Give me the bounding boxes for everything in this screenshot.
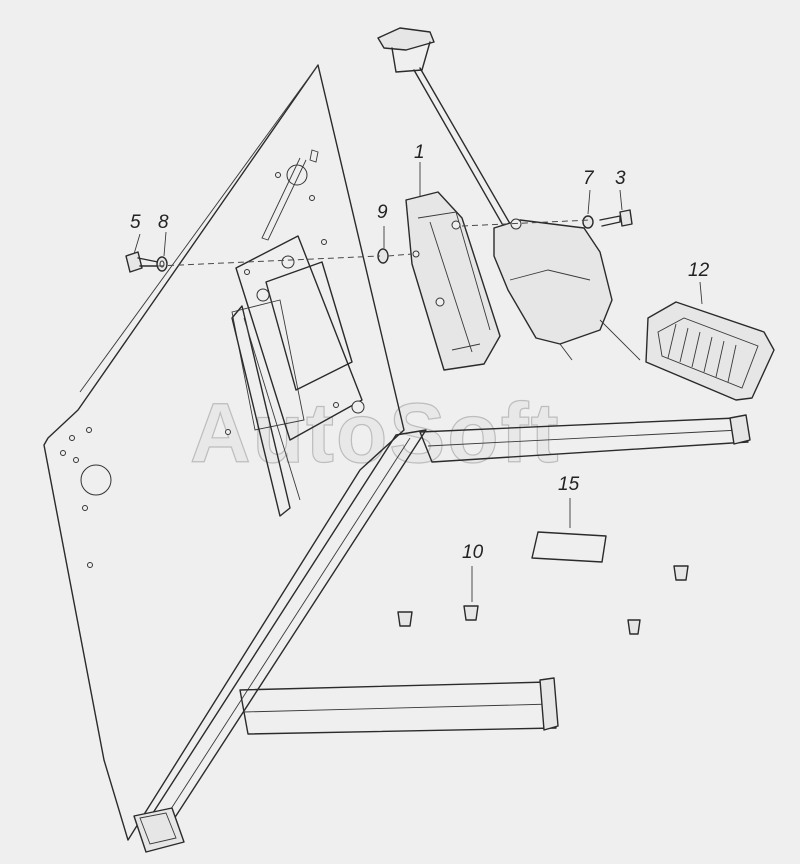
callout-8: 8 xyxy=(158,212,169,233)
callout-3: 3 xyxy=(615,168,626,189)
callout-1: 1 xyxy=(414,142,425,163)
callout-5: 5 xyxy=(130,212,141,233)
pedal-bracket xyxy=(405,191,501,371)
callout-10: 10 xyxy=(462,542,484,563)
fasteners xyxy=(125,209,689,635)
floor-panel xyxy=(43,64,405,841)
mounting-plate xyxy=(231,235,365,517)
longitudinal-tube xyxy=(133,429,427,853)
watermark-text: AutoSoft xyxy=(190,386,561,480)
callout-7: 7 xyxy=(583,168,595,189)
lower-cross-tube xyxy=(239,677,559,735)
callout-12: 12 xyxy=(688,260,710,281)
callout-labels: 1 3 5 7 8 9 10 12 15 xyxy=(130,142,710,563)
label-plate xyxy=(531,531,607,563)
accelerator-pedal-assembly xyxy=(377,27,775,401)
assembly-axis xyxy=(157,219,591,267)
callout-15: 15 xyxy=(558,474,580,495)
callout-9: 9 xyxy=(377,202,388,223)
upper-cross-tube xyxy=(419,414,751,463)
leader-lines xyxy=(133,162,703,602)
